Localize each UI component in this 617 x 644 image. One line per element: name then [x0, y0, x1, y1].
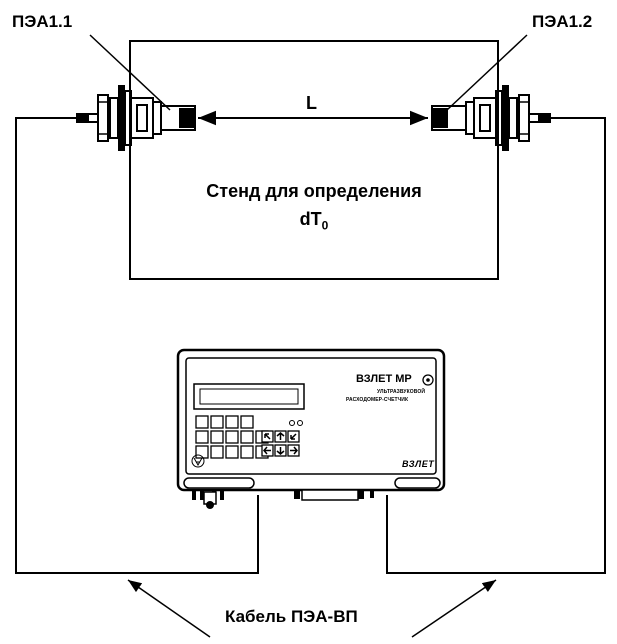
left-cable	[15, 117, 259, 574]
key-symbol-icon	[191, 454, 205, 468]
device-subtitle-line1: УЛЬТРАЗВУКОВОЙ	[377, 389, 426, 395]
stand-title-main: dT	[299, 209, 322, 229]
right-transducer	[431, 85, 551, 151]
cable-label: Кабель ПЭА-ВП	[225, 607, 358, 626]
indicator-led-icon	[289, 420, 295, 426]
left-transducer	[76, 85, 196, 151]
left-sensor-leader	[89, 34, 171, 111]
arrow-keys	[261, 430, 300, 457]
distance-label: L	[306, 93, 317, 113]
stand-title-line2: dT0	[130, 209, 498, 233]
cable-arrow-left	[127, 579, 211, 638]
stand-box	[129, 40, 499, 280]
cable-arrow-right	[411, 579, 497, 638]
stand-title-line1: Стенд для определения	[206, 181, 422, 201]
sensor-label-left: ПЭА1.1	[12, 12, 73, 31]
right-cable	[386, 117, 606, 574]
device-logo: ВЗЛЕТ	[402, 459, 435, 469]
lcd-display	[193, 383, 305, 410]
device-brand: ВЗЛЕТ МР	[356, 373, 412, 385]
device-subtitle-line2: РАСХОДОМЕР-СЧЕТЧИК	[346, 397, 409, 403]
stand-title-subscript: 0	[321, 218, 329, 233]
right-sensor-leader	[446, 34, 528, 111]
flowmeter-device	[176, 348, 446, 509]
sensor-label-right: ПЭА1.2	[532, 12, 593, 31]
indicator-led-icon	[297, 420, 303, 426]
brand-badge-icon	[422, 374, 434, 386]
